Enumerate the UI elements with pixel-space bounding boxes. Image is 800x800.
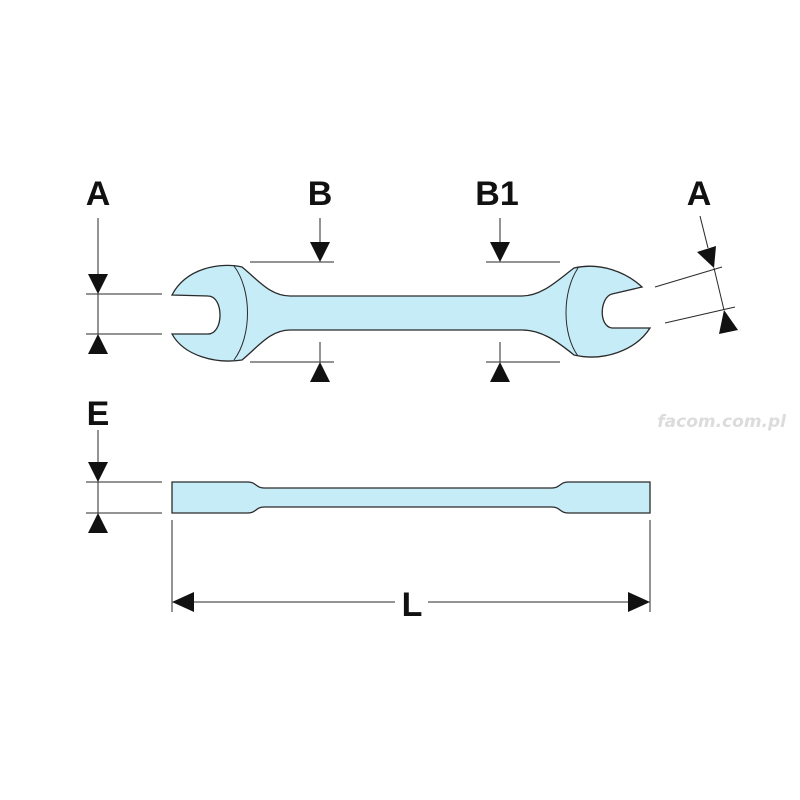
wrench-side-view bbox=[171, 481, 651, 514]
label-e: E bbox=[87, 395, 110, 433]
dimension-b1: B1 bbox=[475, 175, 560, 382]
right-head-contour bbox=[565, 267, 579, 357]
wrench-side-outline bbox=[171, 481, 651, 514]
label-a-left: A bbox=[86, 175, 111, 213]
arrow-left-icon bbox=[172, 592, 194, 612]
arrow-up-icon bbox=[88, 334, 108, 354]
arrow-down-icon bbox=[88, 274, 108, 294]
arrow-up-icon bbox=[719, 310, 738, 334]
dimension-a-right: A bbox=[654, 175, 738, 334]
ext-line bbox=[654, 266, 723, 288]
label-b1: B1 bbox=[475, 175, 518, 213]
arrow-up-icon bbox=[310, 362, 330, 382]
arrow-down-icon bbox=[697, 246, 716, 268]
ext-line bbox=[664, 306, 736, 324]
arrow-up-icon bbox=[88, 513, 108, 533]
label-a-right: A bbox=[687, 175, 712, 213]
arrow-down-icon bbox=[490, 242, 510, 262]
dimension-b: B bbox=[250, 175, 334, 382]
dim-line bbox=[699, 215, 709, 249]
arrow-up-icon bbox=[490, 362, 510, 382]
dimension-l: L bbox=[171, 520, 651, 624]
dimension-a-left: A bbox=[86, 175, 162, 354]
watermark-text: facom.com.pl bbox=[657, 412, 787, 432]
wrench-top-view bbox=[170, 264, 652, 362]
arrow-down-icon bbox=[310, 242, 330, 262]
label-l: L bbox=[402, 586, 423, 624]
dim-line bbox=[713, 267, 725, 311]
left-head-contour bbox=[233, 265, 248, 361]
arrow-down-icon bbox=[88, 462, 108, 482]
arrow-right-icon bbox=[628, 592, 650, 612]
wrench-top-outline bbox=[170, 264, 652, 362]
label-b: B bbox=[308, 175, 333, 213]
dimension-e: E bbox=[86, 395, 162, 533]
